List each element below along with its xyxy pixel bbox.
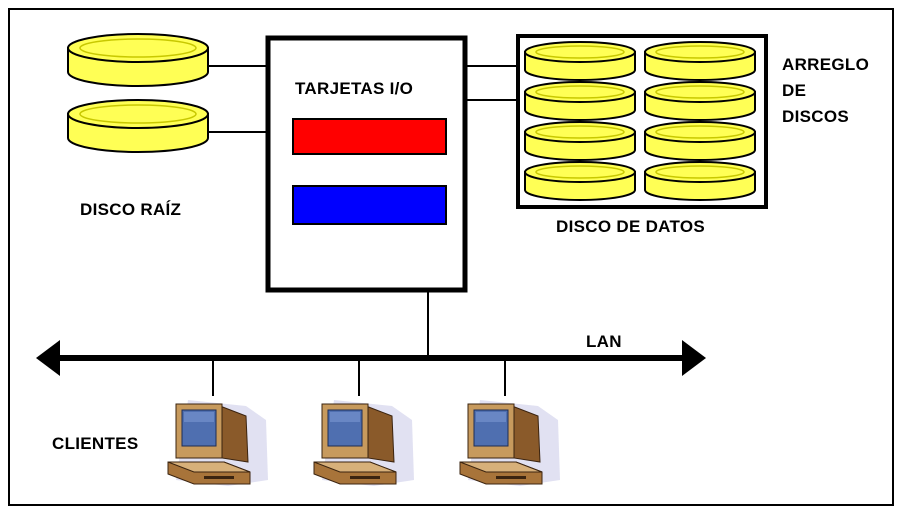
label-arreglo-line2: DE <box>782 81 807 100</box>
label-disco-datos: DISCO DE DATOS <box>556 217 706 236</box>
io-card-red <box>292 118 447 155</box>
label-arreglo-line1: ARREGLO <box>782 55 870 74</box>
io-chassis <box>265 35 468 293</box>
io-card-blue <box>292 185 447 225</box>
label-arreglo-line3: DISCOS <box>782 107 849 126</box>
root-disk-bottom <box>67 99 209 153</box>
client-computer-3 <box>459 399 561 487</box>
label-disco-raiz: DISCO RAÍZ <box>80 200 182 219</box>
label-lan: LAN <box>586 332 622 351</box>
lan-bus <box>36 340 706 376</box>
label-tarjetas-io: TARJETAS I/O <box>295 79 414 98</box>
client-computer-2 <box>313 399 415 487</box>
diagram-frame <box>8 8 894 506</box>
client-computer-1 <box>167 399 269 487</box>
root-disk-top <box>67 33 209 87</box>
label-clientes: CLIENTES <box>52 434 139 453</box>
